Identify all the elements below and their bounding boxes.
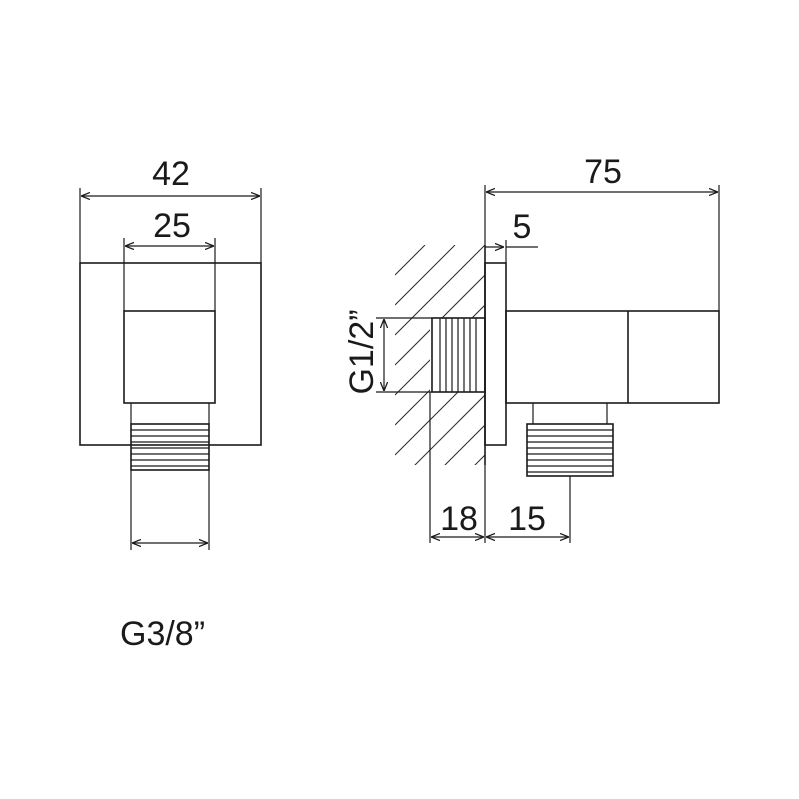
cover-plate xyxy=(79,262,262,446)
front-view: 42 25 G3/8” xyxy=(79,155,262,653)
dim-75-label: 75 xyxy=(584,153,622,191)
dimension-g1-2: G1/2” xyxy=(343,309,432,395)
dim-15-label: 15 xyxy=(508,500,546,538)
side-outlet-thread xyxy=(526,403,614,477)
dimension-15: 15 xyxy=(486,476,571,543)
dimension-outlet-thread xyxy=(130,470,210,550)
side-view: 75 5 G1/2” 18 15 xyxy=(343,153,720,543)
wall-hatching xyxy=(395,245,485,465)
thread-label-g1-2: G1/2” xyxy=(343,309,381,394)
side-body xyxy=(505,310,720,404)
dimension-75: 75 xyxy=(484,153,720,311)
dim-18-label: 18 xyxy=(440,500,478,538)
dim-5-label: 5 xyxy=(513,208,532,246)
body-block xyxy=(123,310,216,404)
dimension-42: 42 xyxy=(79,155,262,263)
thread-label-g3-8: G3/8” xyxy=(120,615,205,653)
outlet-thread xyxy=(130,403,210,471)
dimension-25: 25 xyxy=(123,207,216,311)
dimension-18: 18 xyxy=(429,392,486,543)
dim-42-label: 42 xyxy=(152,155,190,193)
dim-25-label: 25 xyxy=(153,207,191,245)
inlet-thread xyxy=(431,317,486,393)
dimension-5: 5 xyxy=(485,208,538,263)
flange xyxy=(484,262,507,446)
